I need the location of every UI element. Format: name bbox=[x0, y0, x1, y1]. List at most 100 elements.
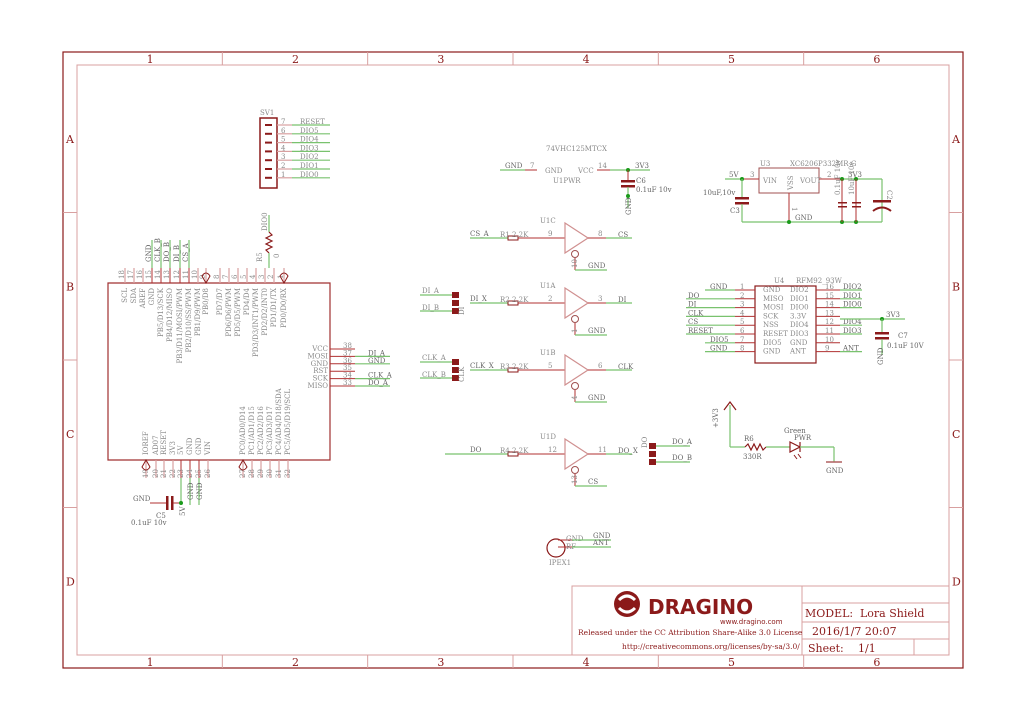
jumper-name: CLK bbox=[458, 366, 466, 382]
u4-part: RFM92_93W bbox=[796, 277, 843, 285]
arduino-top-pin-num: 12 bbox=[173, 270, 181, 279]
license-line1: Released under the CC Attribution Share-… bbox=[578, 628, 803, 637]
jumper-name: DO bbox=[641, 436, 649, 448]
arduino-top-net: GND bbox=[145, 244, 153, 262]
brand-website: www.dragino.com bbox=[720, 618, 783, 626]
arduino-bottom-pin-num: 31 bbox=[275, 469, 283, 478]
u4-left-pin-num: 2 bbox=[740, 292, 744, 300]
led-color: Green bbox=[784, 427, 806, 435]
arduino-bottom-pin-num: 20 bbox=[152, 469, 160, 478]
u1pwr-gnd-label: GND bbox=[545, 167, 563, 175]
sv1-pin-num: 2 bbox=[281, 162, 285, 170]
ipex-pin2: RF bbox=[566, 543, 576, 551]
arduino-top-pin-label: PD4/D4 bbox=[243, 287, 251, 315]
u4-right-net: DIO0 bbox=[843, 301, 862, 309]
u4-right-pin-label: 3.3V bbox=[790, 312, 807, 320]
u4-right-pin-label: DIO0 bbox=[790, 304, 809, 312]
arduino-right-pin-label: GND bbox=[311, 360, 329, 368]
arduino-bottom-pin-label: 3V3 bbox=[169, 441, 177, 455]
arduino-top-pin-label: AREF bbox=[139, 288, 147, 309]
model-value: Lora Shield bbox=[860, 607, 924, 620]
arduino-top-pin-num: 3 bbox=[258, 275, 266, 279]
led-supply: +3V3 bbox=[712, 408, 720, 428]
c5-net-left: GND bbox=[133, 495, 151, 503]
c2-name: C2 bbox=[885, 190, 893, 200]
column-label-bottom: 2 bbox=[292, 656, 299, 669]
arduino-top-pin-num: 14 bbox=[154, 270, 162, 279]
inner-frame bbox=[76, 64, 950, 656]
buffer-in-pin: 9 bbox=[548, 230, 552, 238]
arduino-right-pin-label: RST bbox=[313, 367, 328, 375]
u3-pin-gnd: 1 bbox=[790, 207, 798, 211]
arduino-right-pin-num: 34 bbox=[343, 372, 352, 380]
sv1-pin-net: DIO2 bbox=[300, 153, 319, 161]
title-block: DRAGINO www.dragino.com Released under t… bbox=[571, 585, 950, 656]
buffer-name: U1D bbox=[540, 433, 556, 441]
u4-left-pin-num: 5 bbox=[740, 318, 744, 326]
arduino-bottom-pin-num: 24 bbox=[186, 469, 194, 478]
column-label-bottom: 1 bbox=[147, 656, 154, 669]
u3-vin-label: VIN bbox=[762, 177, 777, 185]
u4-right-pin-label: ANT bbox=[789, 348, 806, 356]
buffer-resistor: R3 2.2K bbox=[500, 363, 529, 371]
arduino-top-pin-num: 15 bbox=[145, 270, 153, 279]
sv1-pin-num: 6 bbox=[281, 127, 286, 135]
buffer-resistor: R4 2.2K bbox=[500, 447, 529, 455]
u1-power-block: 74VHC125MTCX GND 7 GND VCC U1PWR 14 3V3 … bbox=[500, 145, 672, 215]
arduino-bottom-pin-label: PC3/AD3/D17 bbox=[266, 406, 274, 455]
c7-value: 0.1uF 10V bbox=[887, 342, 925, 350]
arduino-bottom-net: GND bbox=[196, 482, 204, 500]
u4-right-net: DIO3 bbox=[843, 327, 862, 335]
row-label-left: B bbox=[66, 280, 74, 293]
u4-right-pin-label: DIO2 bbox=[790, 286, 809, 294]
arduino-bottom-pin-label: PC4/AD4/D18/SDA bbox=[275, 387, 283, 455]
arduino-top-pin-num: 4 bbox=[249, 274, 257, 279]
arduino-bottom-pin-label: PC1/AD1/D15 bbox=[248, 406, 256, 455]
u3-net-out: 3V3 bbox=[848, 171, 862, 179]
jumper-net-a: CLK_A bbox=[422, 354, 447, 362]
u4-left-net: CS bbox=[688, 318, 698, 326]
u4-left-pin-label: DIO5 bbox=[763, 339, 782, 347]
arduino-bottom-pin-label: PC2/AD2/D16 bbox=[257, 406, 265, 455]
row-label-left: D bbox=[66, 575, 75, 588]
u4-left-pin-label: GND bbox=[763, 348, 781, 356]
row-label-right: A bbox=[951, 133, 961, 146]
column-label-top: 5 bbox=[728, 53, 735, 66]
arduino-bottom-pin-num: 21 bbox=[160, 469, 168, 478]
arduino-bottom-pin-num: 25 bbox=[195, 469, 203, 478]
buffer-in-net: CLK_X bbox=[470, 362, 494, 370]
arduino-top-pin-label: GND bbox=[148, 288, 156, 306]
u4-left-pin-num: 6 bbox=[740, 327, 745, 335]
arduino-top-pin-num: 2 bbox=[267, 275, 275, 279]
arduino-top-pin-label: PD2/D2/INT0 bbox=[261, 288, 269, 336]
arduino-right-net: GND bbox=[368, 357, 386, 365]
u4-right-pin-num: 12 bbox=[825, 318, 834, 326]
row-label-right: D bbox=[952, 575, 961, 588]
u4-right-pin-label: DIO4 bbox=[790, 321, 809, 329]
r5-value: 0 bbox=[273, 254, 281, 258]
c11-value: 10uF 10v bbox=[848, 162, 856, 195]
arduino-top-pin-label: SCL bbox=[121, 288, 129, 303]
u4-right-net: ANT bbox=[842, 345, 859, 353]
buffer-in-net: DO bbox=[470, 446, 482, 454]
u4-left-net: GND bbox=[710, 345, 728, 353]
buffer-out-net: DO_X bbox=[618, 447, 638, 455]
arduino-right-net: DI_A bbox=[368, 349, 386, 357]
arduino-bottom-pin-num: 27 bbox=[239, 469, 247, 478]
arduino-top-pin-label: PD5/D5/PWM bbox=[234, 288, 242, 337]
arduino-top-pin-label: PB0/D8 bbox=[202, 288, 210, 315]
led-icon bbox=[789, 441, 802, 453]
u4-left-pin-num: 4 bbox=[740, 309, 745, 317]
arduino-top-net: DI_B bbox=[173, 245, 181, 262]
u1pwr-name: U1PWR bbox=[553, 177, 581, 185]
u3-regulator: U3 XC6206P332MR-G VIN VOUT VSS 5V 3 2 3V… bbox=[703, 159, 893, 224]
column-label-bottom: 3 bbox=[437, 656, 444, 669]
arduino-right-pin-num: 36 bbox=[343, 357, 352, 365]
u4-left-net: GND bbox=[710, 283, 728, 291]
